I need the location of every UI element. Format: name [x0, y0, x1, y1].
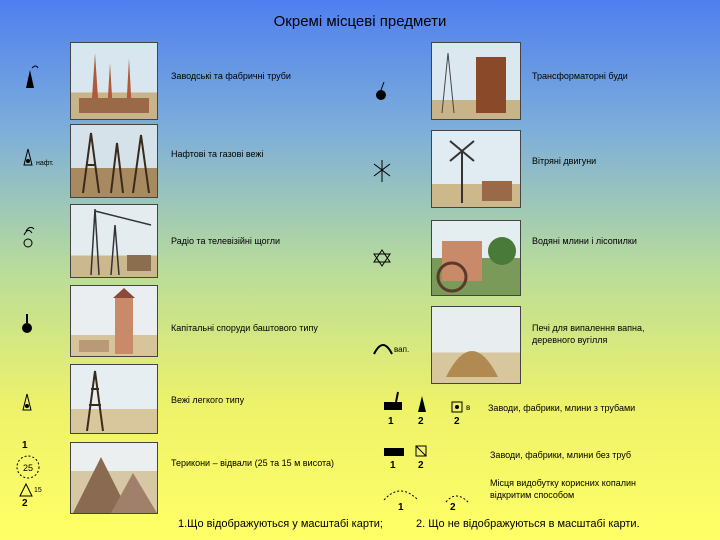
terikon-symbol-25: 25: [16, 455, 40, 479]
footer-item-2: 2. Що не відображуються в масштабі карти…: [416, 518, 640, 530]
tower-building-illustration: [70, 285, 158, 357]
kiln-illustration: [431, 306, 521, 384]
quarry-symbol-1: [383, 490, 419, 501]
radio-masts-illustration: [70, 204, 158, 278]
factory-small-abbr: в: [466, 403, 471, 412]
factory-num-2a: 2: [418, 416, 424, 427]
windmill-illustration: [431, 130, 521, 208]
factory-with-chimney-symbol-1: [384, 391, 402, 410]
label-factory-chimneys: Заводські та фабричні труби: [171, 71, 291, 81]
label-oil-towers: Нафтові та газові вежі: [171, 149, 264, 159]
label-light-towers: Вежі легкого типу: [171, 395, 245, 405]
factory-with-chimney-symbol-small: [451, 401, 463, 413]
quarry-num-1: 1: [398, 502, 404, 513]
terikon-symbol-15: 15: [19, 482, 42, 497]
label-factories-with-chimneys: Заводи, фабрики, млини з трубами: [488, 403, 636, 413]
terikon-num-1: 1: [22, 440, 28, 451]
light-tower-symbol: [22, 393, 32, 411]
quarry-symbol-2: [445, 495, 469, 503]
label-radio-masts: Радіо та телевізійні щогли: [171, 236, 281, 246]
label-open-pit-mining: Місця видобутку корисних копалин відкрит…: [490, 478, 636, 500]
kiln-symbol: [373, 344, 393, 355]
terikon-num-2: 2: [22, 498, 28, 509]
factory-with-chimney-symbol-2: [418, 396, 426, 412]
kiln-abbr: вап.: [394, 345, 410, 354]
transformer-symbol: [376, 81, 386, 100]
light-tower-illustration: [70, 364, 158, 434]
label-kilns: Печі для випалення вапна, деревного вугі…: [532, 323, 645, 345]
svg-text:нафт.: нафт.: [36, 160, 54, 167]
factory-num-2c: 2: [418, 460, 424, 471]
quarry-num-2: 2: [450, 502, 456, 513]
footer-item-1: 1.Що відображуються у масштабі карти;: [178, 518, 383, 530]
radio-mast-symbol: [23, 226, 35, 248]
label-windmills: Вітряні двигуни: [532, 156, 597, 166]
factory-chimney-symbol: [26, 65, 39, 88]
label-transformers: Трансформаторні буди: [532, 71, 628, 81]
watermill-symbol: [373, 249, 391, 267]
oil-tower-symbol: нафт.: [23, 148, 54, 167]
oil-towers-illustration: [70, 124, 158, 198]
windmill-symbol: [373, 160, 391, 182]
label-watermills: Водяні млини і лісопилки: [532, 236, 637, 246]
factory-num-1b: 1: [390, 460, 396, 471]
tower-building-symbol: [22, 314, 32, 333]
label-tower-buildings: Капітальні споруди баштового типу: [171, 323, 318, 333]
terikon-value-25: 25: [23, 463, 33, 473]
watermill-illustration: [431, 220, 521, 296]
chimneys-illustration: [70, 42, 158, 120]
terikon-value-15: 15: [34, 487, 42, 494]
page-title: Окремі місцеві предмети: [273, 13, 447, 30]
terikon-illustration: [70, 442, 158, 514]
factory-no-chimney-symbol-1: [384, 448, 404, 456]
label-factories-without-chimneys: Заводи, фабрики, млини без труб: [490, 450, 632, 460]
label-terikons: Терикони – відвали (25 та 15 м висота): [171, 458, 335, 468]
factory-num-2b: 2: [454, 416, 460, 427]
factory-no-chimney-symbol-2: [415, 445, 427, 457]
transformer-illustration: [431, 42, 521, 120]
factory-num-1a: 1: [388, 416, 394, 427]
